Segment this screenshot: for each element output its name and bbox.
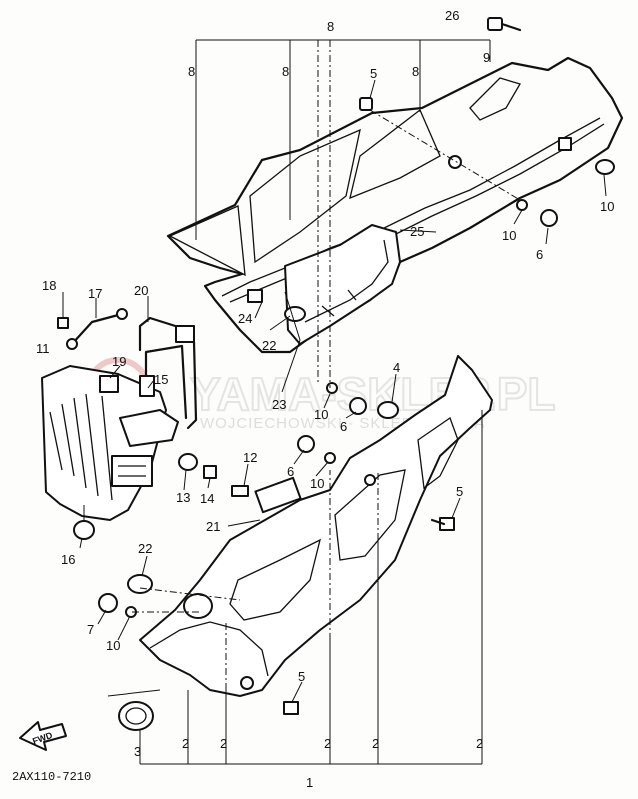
damper-16 <box>73 520 95 540</box>
drawing-code: 2AX110-7210 <box>12 770 91 784</box>
hardware-upper <box>359 17 615 227</box>
callout-4: 4 <box>393 360 400 375</box>
callout-7: 8 <box>327 19 334 34</box>
band-17 <box>70 312 124 346</box>
lower-bolt-hole-rear <box>240 676 254 690</box>
decal-panel-1 <box>168 205 246 277</box>
relay-15 <box>139 375 155 397</box>
nut-6-lower <box>297 435 315 453</box>
clip-24 <box>247 289 263 303</box>
callout-23: 23 <box>272 397 286 412</box>
callout-6: 6 <box>340 419 347 434</box>
ring-3 <box>118 701 154 731</box>
callout-8: 8 <box>412 64 419 79</box>
nut-6-front <box>98 593 118 613</box>
callout-6: 7 <box>87 622 94 637</box>
callout-8: 8 <box>188 64 195 79</box>
hardware-lower <box>98 382 455 731</box>
grommet-9 <box>595 159 615 175</box>
callout-19: 19 <box>112 354 126 369</box>
callout-9: 10 <box>600 199 614 214</box>
callout-2: 2 <box>324 736 331 751</box>
watermark-brand: YAMA-SKLEP.PL <box>190 368 556 420</box>
callout-22: 22 <box>138 541 152 556</box>
collar-10-mid <box>326 382 338 394</box>
callout-5: 5 <box>298 669 305 684</box>
lower-bolt-hole-mid <box>364 474 376 486</box>
collar-10-upper <box>516 199 528 211</box>
callout-26: 26 <box>445 8 459 23</box>
callout-14: 14 <box>200 491 214 506</box>
screw-5-mid <box>439 517 455 531</box>
callout-25: 25 <box>410 224 424 239</box>
callout-17: 17 <box>88 286 102 301</box>
leader-lines <box>62 39 607 765</box>
grommet-4 <box>377 401 399 419</box>
lower-grommet-hole <box>183 593 213 619</box>
callout-2: 2 <box>372 736 379 751</box>
nut-6-upper <box>540 209 558 227</box>
callout-5: 5 <box>370 66 377 81</box>
bolt-12 <box>231 485 249 497</box>
forward-direction-arrow: FWD <box>19 721 67 751</box>
callout-10: 10 <box>502 228 516 243</box>
callout-13: 13 <box>176 490 190 505</box>
callout-1: 1 <box>306 775 313 790</box>
callout-11: 11 <box>36 341 50 356</box>
lower-cutout-3 <box>417 416 459 490</box>
callout-2: 2 <box>220 736 227 751</box>
callout-10: 10 <box>106 638 120 653</box>
callout-2: 2 <box>182 736 189 751</box>
electrical-box-11 <box>41 308 217 540</box>
callout-21: 21 <box>206 519 220 534</box>
screw-5-lower <box>283 701 299 715</box>
callout-labels: 8 8 8 8 9 26 5 10 10 6 25 24 22 23 18 17… <box>36 8 614 790</box>
callout-24: 24 <box>238 311 252 326</box>
callout-22: 22 <box>262 338 276 353</box>
bolt-18 <box>57 317 69 329</box>
decal-panel-3 <box>349 108 441 200</box>
callout-16: 16 <box>61 552 75 567</box>
lower-cutout-2 <box>334 469 406 561</box>
upper-bolt-hole <box>448 155 462 169</box>
relay-19 <box>99 375 119 393</box>
upper-rear-clip <box>558 137 572 151</box>
callout-2: 2 <box>476 736 483 751</box>
bolt-26-head <box>487 17 503 31</box>
grommet-22-upper <box>284 306 306 322</box>
callout-8: 8 <box>282 64 289 79</box>
nut-6-mid <box>349 397 367 415</box>
collar-10-lower <box>324 452 336 464</box>
upper-cover-outline <box>166 56 624 354</box>
callout-6: 6 <box>536 247 543 262</box>
upper-side-cover <box>166 56 624 354</box>
callout-6: 6 <box>287 464 294 479</box>
callout-20: 20 <box>134 283 148 298</box>
screw-5-upper <box>359 97 373 111</box>
callout-3: 3 <box>134 744 141 759</box>
lower-side-cover <box>139 355 493 697</box>
callout-15: 15 <box>154 372 168 387</box>
lower-cutout-1 <box>229 538 321 621</box>
decal-panel-4 <box>469 77 521 121</box>
callout-18: 18 <box>42 278 56 293</box>
decal-panel-2 <box>249 128 361 264</box>
callout-10: 10 <box>310 476 324 491</box>
callout-12: 12 <box>243 450 257 465</box>
lower-cover-outline <box>139 355 493 697</box>
callout-10: 10 <box>314 407 328 422</box>
callout-5: 5 <box>456 484 463 499</box>
inner-cover-25 <box>284 224 401 345</box>
grommet-22-lower <box>127 574 153 594</box>
callout-8: 9 <box>483 50 490 65</box>
box-connector <box>111 455 153 487</box>
collar-14 <box>203 465 217 479</box>
damper-13 <box>178 453 198 471</box>
pad-21 <box>254 476 302 514</box>
